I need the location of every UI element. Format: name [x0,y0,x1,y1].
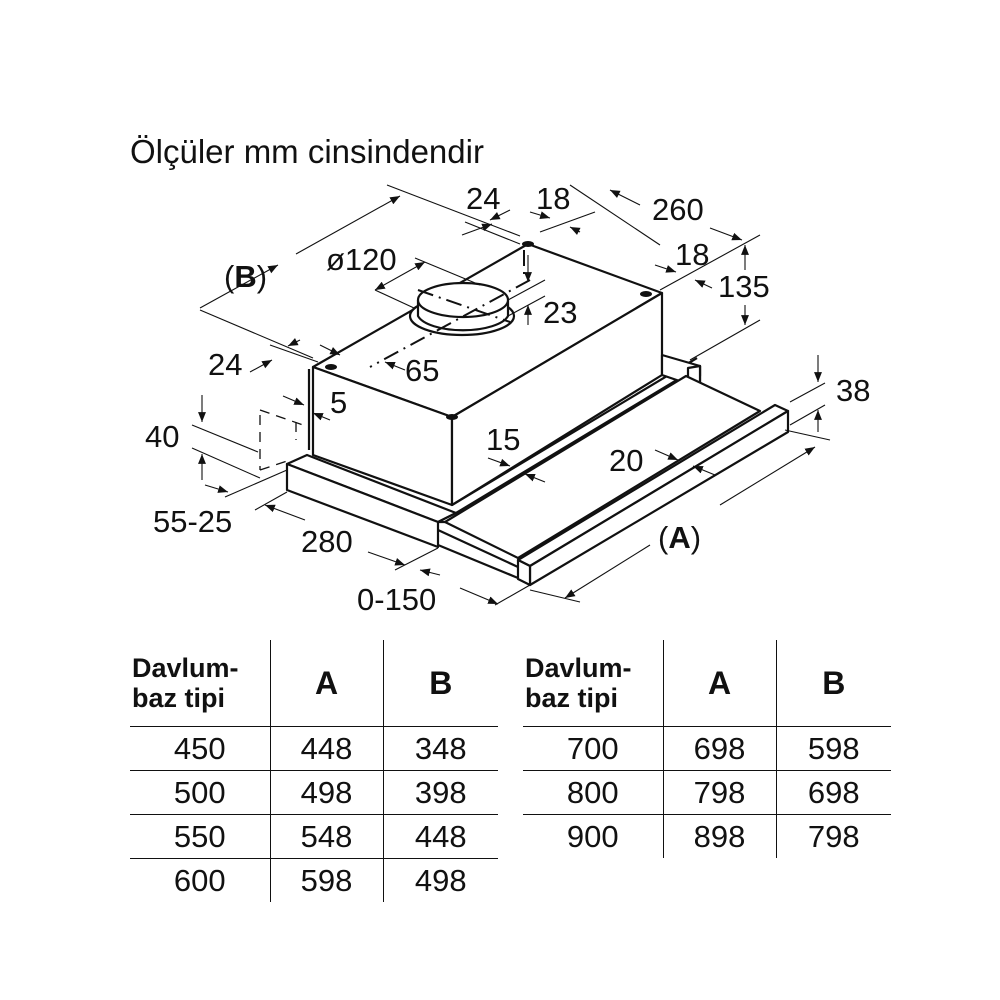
dim-label-a: (A) [658,520,701,555]
table-header-row: Davlum-baz tipi A B [523,640,891,727]
cell-type: 450 [130,726,270,771]
dim-bracket-range: 55-25 [153,504,232,539]
screw-icon [325,241,652,420]
cell-type: 700 [523,726,663,771]
dim-side-18: 18 [675,237,709,272]
dim-gap-5: 5 [330,385,347,420]
dim-bracket-40: 40 [145,419,179,454]
dim-top-24: 24 [466,181,500,216]
extension-panel [437,374,790,587]
cell-b: 348 [382,726,498,771]
table-header-row: Davlum-baz tipi A B [130,640,498,727]
wall-bracket-outline [259,409,304,471]
header-b: B [382,640,498,727]
table-row: 500 498 398 [130,770,498,815]
size-table-right: Davlum-baz tipi A B 700 698 598 800 798 … [523,640,891,858]
dimension-lines [191,184,831,606]
cell-a: 498 [269,770,383,815]
header-hood-type: Davlum-baz tipi [525,653,632,713]
dim-duct-65: 65 [405,353,439,388]
dim-duct-diameter: ø120 [326,242,397,277]
cell-type: 550 [130,814,270,859]
table-row: 800 798 698 [523,770,891,815]
size-table-left: Davlum-baz tipi A B 450 448 348 500 498 … [130,640,498,902]
page-title: Ölçüler mm cinsindendir [130,133,484,170]
cell-a: 598 [269,858,383,902]
dim-top-18: 18 [536,181,570,216]
dim-base-280: 280 [301,524,353,559]
dim-duct-23: 23 [543,295,577,330]
cell-b: 798 [775,814,891,858]
cell-b: 598 [775,726,891,771]
table-row: 450 448 348 [130,726,498,771]
dim-rail-20: 20 [609,443,643,478]
table-row: 700 698 598 [523,726,891,771]
dim-height-135: 135 [718,269,770,304]
dim-depth-260: 260 [652,192,704,227]
cell-b: 448 [382,814,498,859]
cell-type: 600 [130,858,270,902]
table-row: 550 548 448 [130,814,498,859]
cell-type: 900 [523,814,663,858]
cell-a: 448 [269,726,383,771]
drawer-floor [443,374,762,560]
dim-rail-15: 15 [486,422,520,457]
header-a: A [662,640,776,727]
cell-a: 698 [662,726,776,771]
cell-b: 398 [382,770,498,815]
table-row: 900 898 798 [523,814,891,858]
header-b: B [775,640,891,727]
cell-b: 498 [382,858,498,902]
table-row: 600 598 498 [130,858,498,902]
header-a: A [269,640,383,727]
cell-type: 800 [523,770,663,815]
cell-a: 548 [269,814,383,859]
cell-type: 500 [130,770,270,815]
dim-panel-38: 38 [836,373,870,408]
dim-label-b: (B) [224,259,267,294]
cell-b: 698 [775,770,891,815]
cell-a: 798 [662,770,776,815]
dim-extension-range: 0-150 [357,582,436,617]
cell-a: 898 [662,814,776,858]
header-hood-type: Davlum-baz tipi [132,653,239,713]
dim-left-24: 24 [208,347,242,382]
